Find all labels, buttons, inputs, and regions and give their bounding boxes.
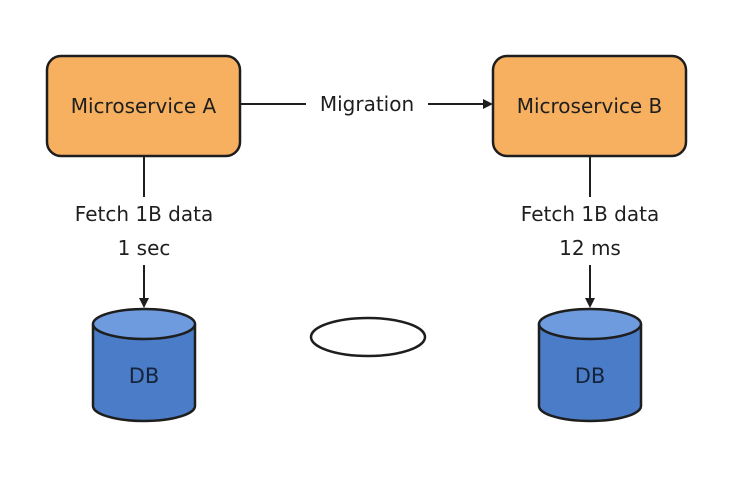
fetch-b-label-line2: 12 ms [559, 236, 621, 260]
fetch-b-label-line1: Fetch 1B data [520, 202, 660, 226]
fetch-a-label-line2: 1 sec [117, 236, 171, 260]
db-b-cylinder [537, 307, 643, 423]
microservice-b-label: Microservice B [516, 94, 663, 118]
fetch-a-label: Fetch 1B data 1 sec [59, 197, 229, 265]
db-b-label: DB [574, 364, 606, 388]
fetch-a-label-line1: Fetch 1B data [74, 202, 214, 226]
db-a-label: DB [128, 364, 160, 388]
microservice-a-label: Microservice A [70, 94, 217, 118]
fetch-b-label: Fetch 1B data 12 ms [505, 197, 675, 265]
empty-ellipse [309, 316, 427, 358]
migration-label: Migration [306, 87, 428, 121]
db-a-cylinder [91, 307, 197, 423]
